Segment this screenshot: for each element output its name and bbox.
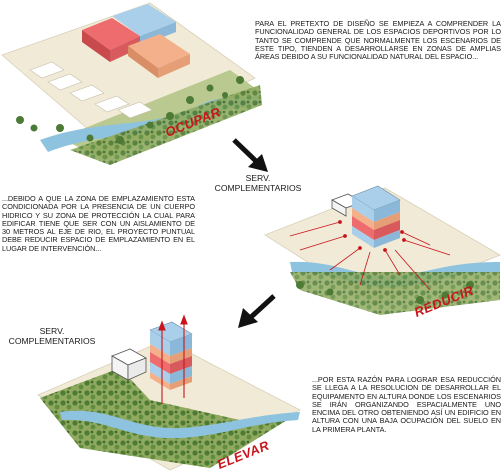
ocupar-tree-band (70, 85, 262, 165)
red-block-top (82, 18, 140, 50)
elevation-arrows-icon (158, 314, 188, 404)
serv-label-top-line2: COMPLEMENTARIOS (214, 182, 302, 193)
middle-paragraph: ...DEBIDO A QUE LA ZONA DE EMPLAZAMIENTO… (2, 194, 195, 253)
red-block-left (82, 30, 110, 62)
ocupar-diagram (1, 2, 262, 165)
field (94, 95, 130, 113)
serv-label-top: SERV. COMPLEMENTARIOS (208, 173, 308, 193)
serv-label-bottom: SERV. COMPLEMENTARIOS (2, 326, 102, 346)
serv-label-top-line1: SERV. (245, 173, 271, 183)
bottom-paragraph: ...POR ESTA RAZÓN PARA LOGRAR ESA REDUCC… (312, 375, 501, 434)
arrow-down-right-icon (232, 138, 268, 172)
elevar-river (60, 410, 300, 439)
orange-block-top (128, 34, 190, 68)
intro-paragraph: PARA EL PRETEXTO DE DISEÑO SE EMPIEZA A … (255, 19, 501, 62)
elevar-tree-area (40, 368, 300, 468)
orange-block-left (128, 46, 158, 78)
field (117, 101, 153, 119)
reducir-diagram (264, 185, 501, 315)
serv-label-bottom-line2: COMPLEMENTARIOS (8, 335, 96, 346)
reducir-tree-band (290, 272, 500, 315)
field (69, 84, 105, 102)
field (29, 61, 65, 79)
serv-label-bottom-line1: SERV. (39, 326, 65, 336)
ocupar-ground (1, 2, 256, 149)
field (47, 73, 83, 91)
reduction-arrows-icon (289, 220, 451, 291)
red-block-right (110, 36, 140, 62)
arrow-down-left-icon (238, 294, 276, 328)
orange-block-right (158, 54, 190, 78)
elevar-diagram (37, 314, 301, 471)
reducir-river (290, 261, 500, 288)
blue-block-top (112, 4, 176, 36)
